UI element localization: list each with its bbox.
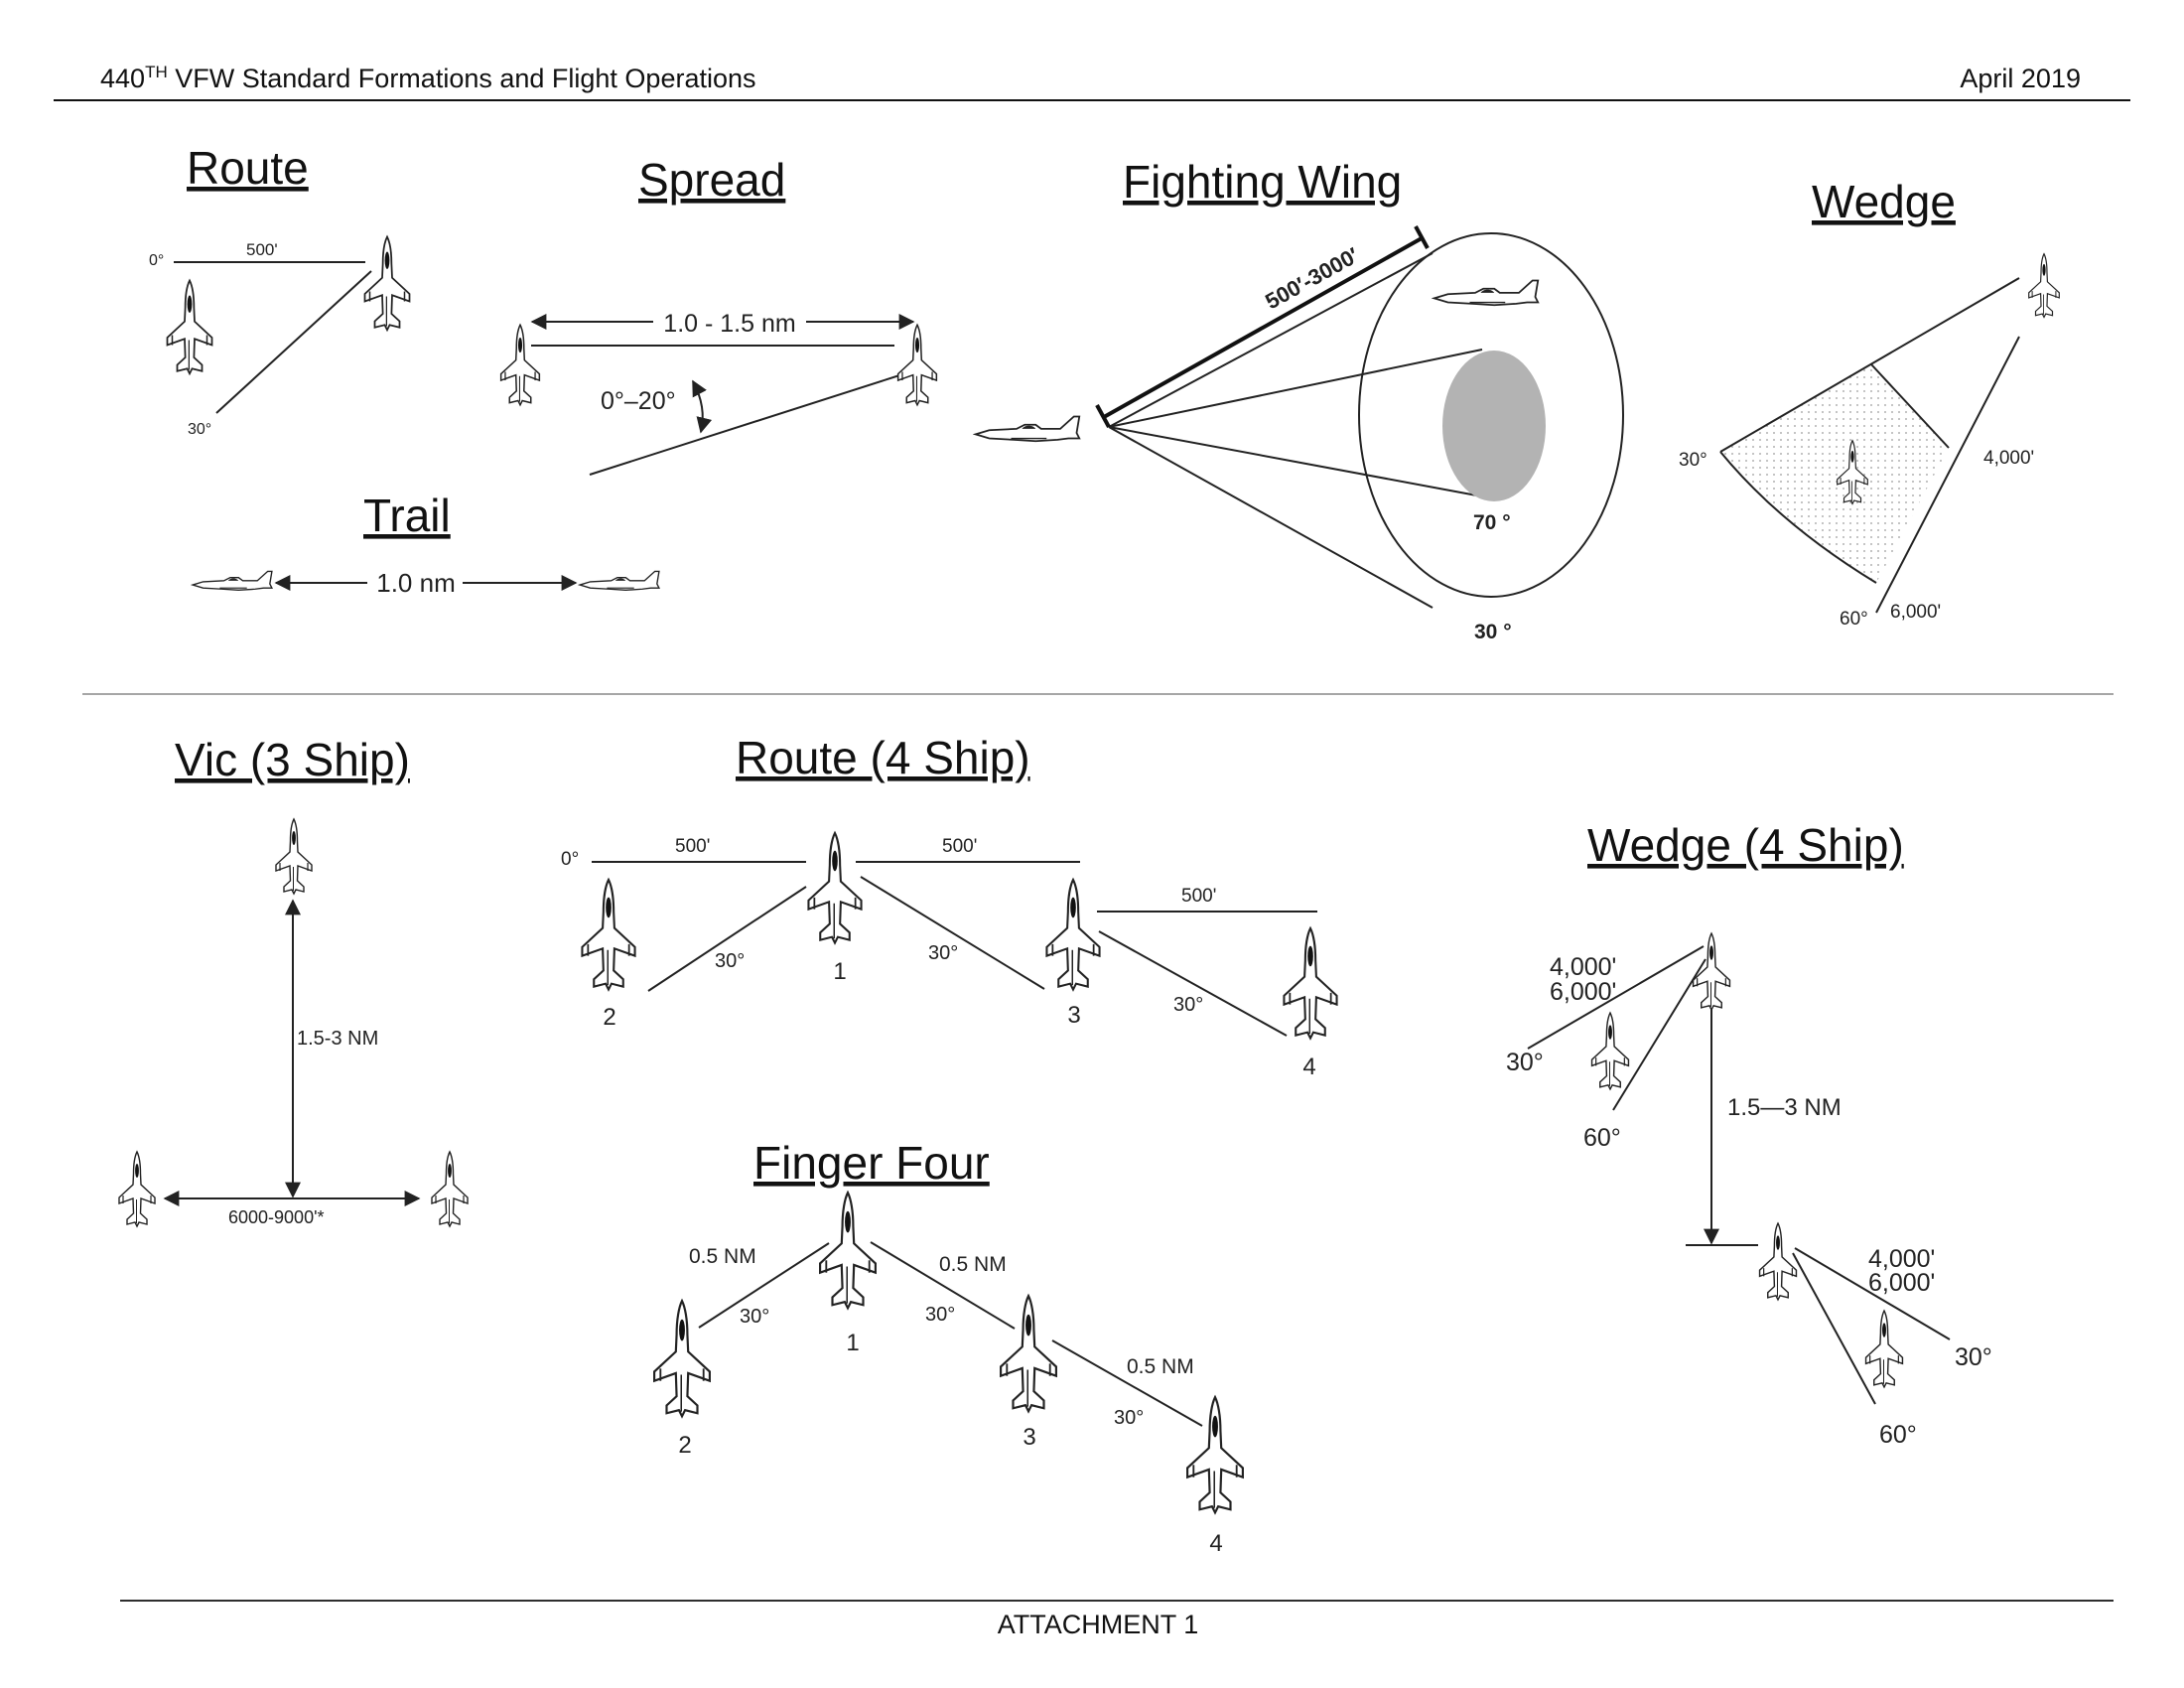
route-wingman-icon	[166, 279, 213, 375]
finger-four-ship-1-label: 1	[846, 1330, 859, 1356]
wedge4-angle-near: 30°	[1506, 1049, 1544, 1076]
finger-four-ship-1-icon	[818, 1191, 878, 1310]
wedge4-angle-far: 60°	[1583, 1124, 1621, 1152]
wedge4-diagram: Wedge (4 Ship) 4,000' 6,000' 30° 60° 1.5…	[1506, 819, 1992, 1449]
route4-distance-2: 500'	[942, 836, 977, 857]
fighting-wing-wingman-icon	[1433, 279, 1540, 307]
vic-left-wing-icon	[117, 1150, 157, 1228]
fighting-wing-diagram: Fighting Wing 500′-3000′ 70 ° 30 °	[974, 156, 1624, 643]
vic-lead-icon	[274, 817, 314, 896]
spread-distance: 1.0 - 1.5 nm	[663, 310, 795, 338]
wedge-diagram: Wedge 30° 60° 4,000' 6,000'	[1679, 176, 2061, 630]
trail-wingman-icon	[578, 570, 661, 592]
wedge4-title: Wedge (4 Ship)	[1587, 819, 1904, 871]
spread-wingman-icon	[499, 324, 541, 406]
finger-four-angle-a: 30°	[740, 1306, 769, 1328]
finger-four-title: Finger Four	[753, 1137, 990, 1189]
spread-lead-icon	[896, 324, 938, 406]
wedge4-trail-distance: 1.5—3 NM	[1727, 1094, 1842, 1121]
wedge4-wingman-1-icon	[1590, 1011, 1630, 1091]
vic-right-wing-icon	[430, 1150, 470, 1228]
finger-four-ship-4-label: 4	[1209, 1530, 1222, 1557]
route4-ship-3-icon	[1045, 878, 1101, 991]
route4-angle-b: 30°	[928, 942, 958, 964]
finger-four-dist-c: 0.5 NM	[1127, 1355, 1194, 1378]
fighting-wing-title: Fighting Wing	[1123, 156, 1402, 208]
route4-diagram: Route (4 Ship) 0° 500' 500' 500' 30° 30°…	[561, 732, 1338, 1080]
wedge4-range-near-2: 4,000'	[1868, 1245, 1935, 1273]
route4-ship-2-label: 2	[603, 1004, 615, 1031]
route-lead-icon	[363, 235, 411, 332]
route4-ship-3-label: 3	[1067, 1002, 1080, 1029]
footer-text: ATTACHMENT 1	[998, 1610, 1199, 1639]
finger-four-ship-3-label: 3	[1023, 1424, 1035, 1451]
route4-ship-1-icon	[807, 831, 863, 944]
wedge4-angle-far-2: 60°	[1879, 1421, 1917, 1449]
wedge-lead-icon	[2027, 252, 2061, 319]
finger-four-ship-3-icon	[999, 1294, 1058, 1413]
route4-ship-4-label: 4	[1302, 1054, 1315, 1080]
wedge-angle-far: 60°	[1840, 609, 1868, 630]
route-angle-bottom: 30°	[188, 421, 211, 438]
doc-date: April 2019	[1960, 64, 2081, 93]
finger-four-ship-2-label: 2	[678, 1432, 691, 1459]
wedge4-range-far: 6,000'	[1550, 978, 1616, 1006]
finger-four-dist-a: 0.5 NM	[689, 1245, 756, 1268]
route4-distance-1: 500'	[675, 836, 710, 857]
fighting-wing-lead-icon	[974, 415, 1081, 443]
route4-angle-a: 30°	[715, 950, 745, 972]
wedge4-wingman-2-icon	[1864, 1309, 1904, 1389]
vic-title: Vic (3 Ship)	[175, 734, 410, 785]
finger-four-dist-b: 0.5 NM	[939, 1253, 1007, 1276]
finger-four-angle-b: 30°	[925, 1304, 955, 1326]
wedge-range-near: 4,000'	[1983, 448, 2034, 469]
route4-angle-top: 0°	[561, 849, 579, 870]
vic-trail-distance: 1.5-3 NM	[297, 1028, 378, 1050]
spread-angle: 0°–20°	[601, 387, 676, 415]
vic-lateral-distance: 6000-9000'*	[228, 1207, 325, 1227]
doc-title: 440TH VFW Standard Formations and Flight…	[100, 63, 756, 93]
spread-diagram: Spread 1.0 - 1.5 nm 0°–20°	[499, 154, 938, 476]
finger-four-angle-c: 30°	[1114, 1407, 1144, 1429]
fighting-wing-outer-angle: 30 °	[1474, 621, 1512, 643]
spread-title: Spread	[638, 154, 785, 206]
trail-distance: 1.0 nm	[376, 568, 456, 598]
vic-diagram: Vic (3 Ship) 1.5-3 NM 6000-9000'*	[117, 734, 470, 1228]
route4-angle-c: 30°	[1173, 994, 1203, 1016]
wedge4-range-far-2: 6,000'	[1868, 1269, 1935, 1297]
route4-distance-3: 500'	[1181, 886, 1216, 907]
route4-title: Route (4 Ship)	[736, 732, 1030, 783]
wedge-range-far: 6,000'	[1890, 602, 1941, 623]
finger-four-ship-4-icon	[1185, 1395, 1245, 1514]
wedge4-element-lead-icon	[1758, 1221, 1798, 1302]
route4-ship-1-label: 1	[833, 958, 846, 985]
trail-title: Trail	[363, 490, 451, 541]
route-angle-top: 0°	[149, 252, 164, 269]
wedge4-range-near: 4,000'	[1550, 953, 1616, 981]
route-title: Route	[187, 142, 309, 194]
wedge-title: Wedge	[1812, 176, 1956, 227]
trail-lead-icon	[191, 570, 274, 592]
wedge4-angle-near-2: 30°	[1955, 1343, 1992, 1371]
route4-ship-4-icon	[1283, 926, 1338, 1040]
wedge-angle-near: 30°	[1679, 450, 1707, 471]
route-distance: 500'	[246, 240, 278, 259]
finger-four-diagram: Finger Four 0.5 NM 0.5 NM 0.5 NM 30° 30°…	[652, 1137, 1245, 1557]
trail-diagram: Trail 1.0 nm	[191, 490, 661, 598]
route4-ship-2-icon	[581, 878, 636, 991]
finger-four-ship-2-icon	[652, 1299, 712, 1418]
route-diagram: Route 0° 30° 500'	[149, 142, 411, 438]
fighting-wing-inner-angle: 70 °	[1473, 511, 1511, 534]
